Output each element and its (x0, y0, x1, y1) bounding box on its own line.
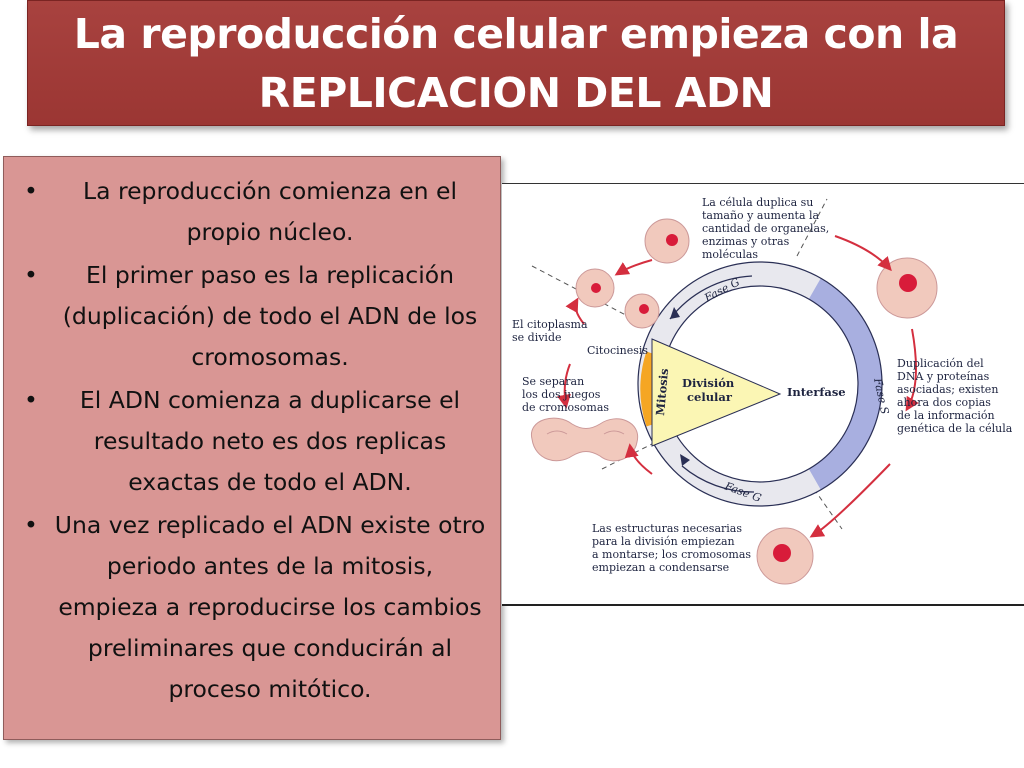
cycle-arrowhead (670, 307, 680, 319)
red-arrow (834, 235, 892, 272)
bullet-dot: • (24, 261, 38, 289)
bullet-item: • El ADN comienza a duplicarse el resulta… (18, 380, 486, 503)
cell-large-right (876, 257, 938, 319)
bullet-list: • La reproducción comienza en el propio n… (18, 171, 486, 710)
cell-dividing (531, 417, 639, 462)
red-arrow (905, 328, 919, 412)
red-arrow (624, 443, 653, 475)
bullet-text: El primer paso es la replicación (duplic… (62, 261, 478, 371)
title-line-1: La reproducción celular empieza con la (73, 10, 959, 58)
cell-cycle-svg: La célula duplica su tamaño y aumenta la… (512, 196, 1013, 585)
annotation-top: La célula duplica su tamaño y aumenta la… (702, 196, 833, 261)
red-arrow (565, 297, 585, 325)
phase-s-arc (808, 278, 882, 490)
red-arrow (557, 363, 571, 409)
annotation-left-mid: Se separan los dos juegos de cromosomas (522, 375, 609, 414)
bullet-text: La reproducción comienza en el propio nú… (82, 177, 457, 246)
red-arrow (614, 259, 653, 276)
division-wedge (651, 338, 782, 447)
bullet-text: Una vez replicado el ADN existe otro per… (54, 511, 486, 703)
title-line-2: REPLICACION DEL ADN (258, 69, 774, 117)
cell-bottom (756, 527, 814, 585)
annotation-bottom: Las estructuras necesarias para la divis… (592, 522, 755, 574)
mitosis-label: Mitosis (653, 368, 671, 416)
interfase-label: Interfase (787, 385, 846, 399)
annotation-right: Duplicación del DNA y proteínas asociada… (897, 357, 1013, 435)
cycle-arrowhead (680, 454, 690, 466)
bullet-dot: • (24, 511, 38, 539)
bullet-dot: • (24, 177, 38, 205)
cell-daughter-2 (624, 293, 660, 329)
red-arrow (809, 463, 891, 538)
citocinesis-label: Citocinesis (587, 344, 648, 357)
bullet-item: • El primer paso es la replicación (dupli… (18, 255, 486, 378)
bullet-dot: • (24, 386, 38, 414)
bullet-panel: • La reproducción comienza en el propio n… (3, 156, 501, 740)
cell-top-left (644, 218, 690, 264)
bullet-item: • La reproducción comienza en el propio n… (18, 171, 486, 253)
ring-outer-edge (637, 261, 883, 507)
dashed-line (796, 198, 828, 257)
cell-cycle-diagram: La célula duplica su tamaño y aumenta la… (502, 183, 1024, 606)
cell-daughter-1 (575, 268, 615, 308)
bullet-text: El ADN comienza a duplicarse el resultad… (79, 386, 461, 496)
title-banner: La reproducción celular empieza con la R… (27, 0, 1005, 126)
cycle-arrow-bottom (681, 465, 755, 493)
division-label: División celular (682, 376, 738, 404)
annotation-left-top: El citoplasma se divide (512, 318, 591, 344)
bullet-item: • Una vez replicado el ADN existe otro pe… (18, 505, 486, 710)
dashed-line (813, 488, 843, 530)
